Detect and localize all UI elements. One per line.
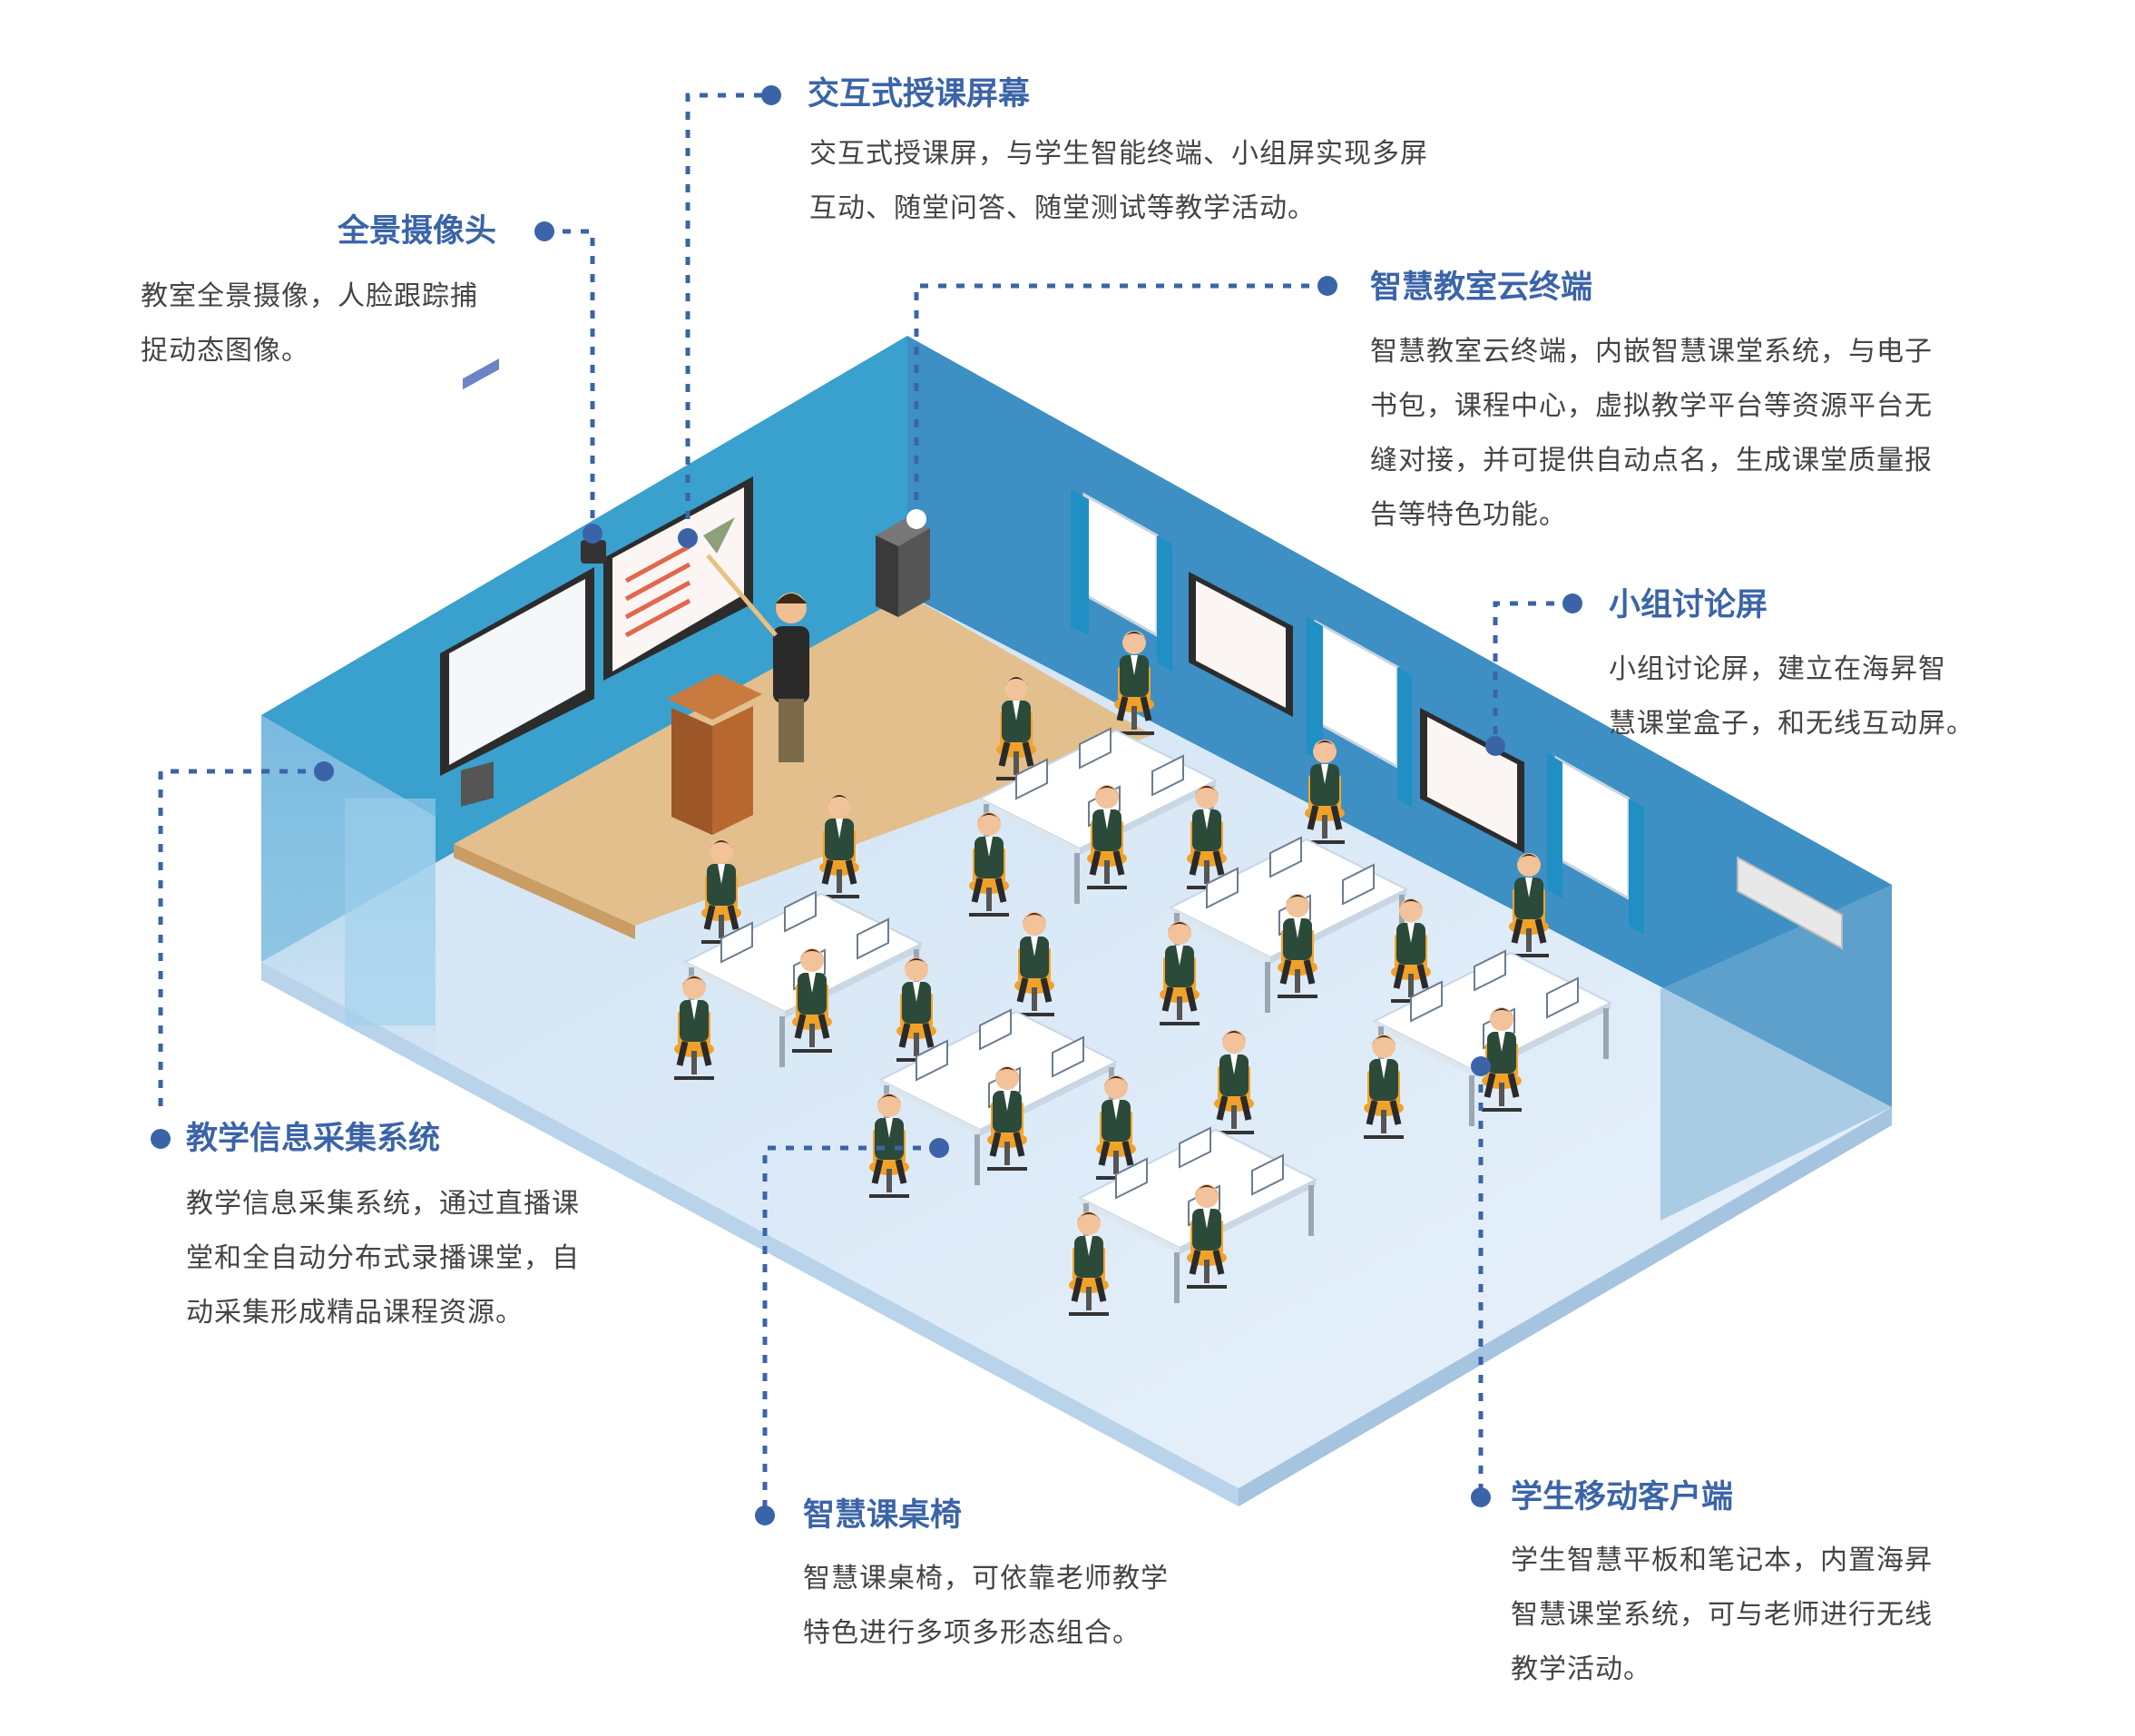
group-anchor-dot — [1485, 736, 1505, 756]
leader-lines — [158, 93, 1572, 1511]
mobile-line-1: 学生智慧平板和笔记本，内置海昇 — [1511, 1545, 1933, 1576]
mobile-line-2: 智慧课堂系统，可与老师进行无线 — [1511, 1599, 1933, 1631]
info-title: 教学信息采集系统 — [186, 1121, 441, 1157]
cloud-description: 智慧教室云终端，内嵌智慧课堂系统，与电子 书包，课程中心，虚拟教学平台等资源平台… — [1370, 325, 1933, 543]
info-line-1: 教学信息采集系统，通过直播课 — [186, 1188, 580, 1220]
interactive-screens — [440, 358, 753, 776]
cloud-line-3: 缝对接，并可提供自动点名，生成课堂质量报 — [1370, 445, 1933, 476]
desk-title: 智慧课桌椅 — [803, 1497, 963, 1534]
screen-anchor-dot — [678, 528, 698, 548]
group-line-1: 小组讨论屏，建立在海昇智 — [1609, 653, 1946, 685]
screen-description: 交互式授课屏，与学生智能终端、小组屏实现多屏 互动、随堂问答、随堂测试等教学活动… — [809, 127, 1428, 236]
cloud-line-4: 告等特色功能。 — [1370, 499, 1567, 531]
group-description: 小组讨论屏，建立在海昇智 慧课堂盒子，和无线互动屏。 — [1609, 642, 1974, 751]
desk-line-1: 智慧课桌椅，可依靠老师教学 — [803, 1563, 1169, 1594]
info-description: 教学信息采集系统，通过直播课 堂和全自动分布式录播课堂，自 动采集形成精品课程资… — [186, 1177, 580, 1340]
info-line-2: 堂和全自动分布式录播课堂，自 — [186, 1242, 580, 1274]
desk-line-2: 特色进行多项多形态组合。 — [803, 1617, 1141, 1649]
info-title-dot — [151, 1129, 171, 1149]
group-line-2: 慧课堂盒子，和无线互动屏。 — [1609, 708, 1974, 740]
right-glass-wall — [1660, 885, 1892, 1221]
teacher — [667, 554, 809, 835]
cloud-title: 智慧教室云终端 — [1370, 270, 1593, 306]
camera-title-dot — [534, 221, 554, 241]
cloud-title-dot — [1317, 276, 1337, 296]
panoramic-camera — [581, 540, 606, 564]
camera-anchor-dot — [583, 524, 602, 544]
screen-line-2: 互动、随堂问答、随堂测试等教学活动。 — [809, 192, 1316, 224]
desk-anchor-dot — [929, 1138, 949, 1158]
cloud-line-2: 书包，课程中心，虚拟教学平台等资源平台无 — [1370, 390, 1933, 422]
info-terminal — [461, 761, 494, 807]
mobile-description: 学生智慧平板和笔记本，内置海昇 智慧课堂系统，可与老师进行无线 教学活动。 — [1511, 1534, 1933, 1697]
cloud-anchor-dot — [906, 509, 926, 529]
group-title-dot — [1562, 593, 1582, 613]
mobile-title-dot — [1471, 1487, 1491, 1507]
mobile-title: 学生移动客户端 — [1511, 1479, 1734, 1515]
screen-title: 交互式授课屏幕 — [808, 76, 1031, 113]
cloud-line-1: 智慧教室云终端，内嵌智慧课堂系统，与电子 — [1370, 336, 1933, 368]
screen-title-dot — [761, 85, 781, 105]
cloud-terminal-device — [876, 517, 930, 617]
info-line-3: 动采集形成精品课程资源。 — [186, 1297, 524, 1329]
mobile-line-3: 教学活动。 — [1511, 1653, 1651, 1685]
screen-line-1: 交互式授课屏，与学生智能终端、小组屏实现多屏 — [809, 138, 1428, 170]
camera-description: 教室全景摄像，人脸跟踪捕 捉动态图像。 — [141, 270, 478, 378]
camera-title: 全景摄像头 — [338, 213, 497, 250]
camera-line-1: 教室全景摄像，人脸跟踪捕 — [141, 280, 478, 312]
info-anchor-dot — [314, 761, 334, 781]
camera-line-2: 捉动态图像。 — [141, 335, 309, 367]
mobile-anchor-dot — [1471, 1056, 1491, 1076]
door — [345, 799, 436, 1025]
air-conditioner — [1737, 856, 1843, 950]
desk-title-dot — [755, 1506, 775, 1525]
callout-dots — [151, 85, 1582, 1525]
desk-description: 智慧课桌椅，可依靠老师教学 特色进行多项多形态组合。 — [803, 1552, 1169, 1661]
windows — [1071, 490, 1843, 950]
group-title: 小组讨论屏 — [1609, 587, 1768, 623]
